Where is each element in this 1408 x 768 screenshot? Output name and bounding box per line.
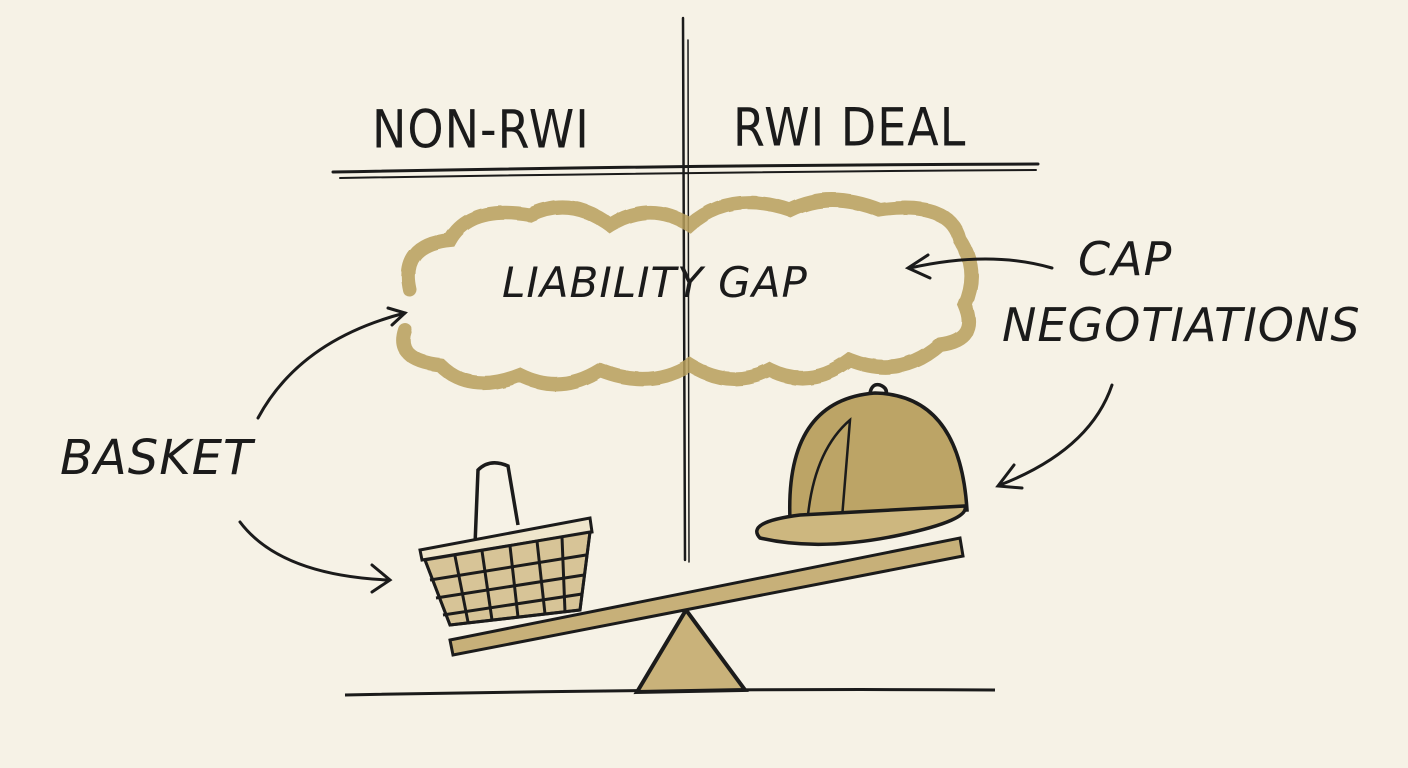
liability-gap-label: LIABILITY GAP <box>502 258 808 307</box>
t-chart-divider <box>331 16 1040 563</box>
seesaw-plank <box>448 536 965 657</box>
arrows <box>238 253 1114 594</box>
negotiations-label: NEGOTIATIONS <box>1002 298 1361 352</box>
arrow-cap-to-cloud <box>908 257 1054 270</box>
hard-hat-icon <box>755 382 969 547</box>
cap-label: CAP <box>1078 232 1173 286</box>
arrow-negotiations-to-hat <box>998 383 1114 487</box>
seesaw <box>344 536 996 697</box>
basket-icon <box>418 461 594 627</box>
fulcrum-triangle <box>633 606 749 695</box>
arrow-basket-to-cloud <box>256 311 407 420</box>
arrow-basket-to-basket <box>238 520 390 582</box>
header-non-rwi: NON-RWI <box>372 98 590 161</box>
liability-gap-cloud <box>396 193 979 391</box>
header-rwi-deal: RWI DEAL <box>733 96 967 159</box>
basket-label: BASKET <box>60 430 254 486</box>
